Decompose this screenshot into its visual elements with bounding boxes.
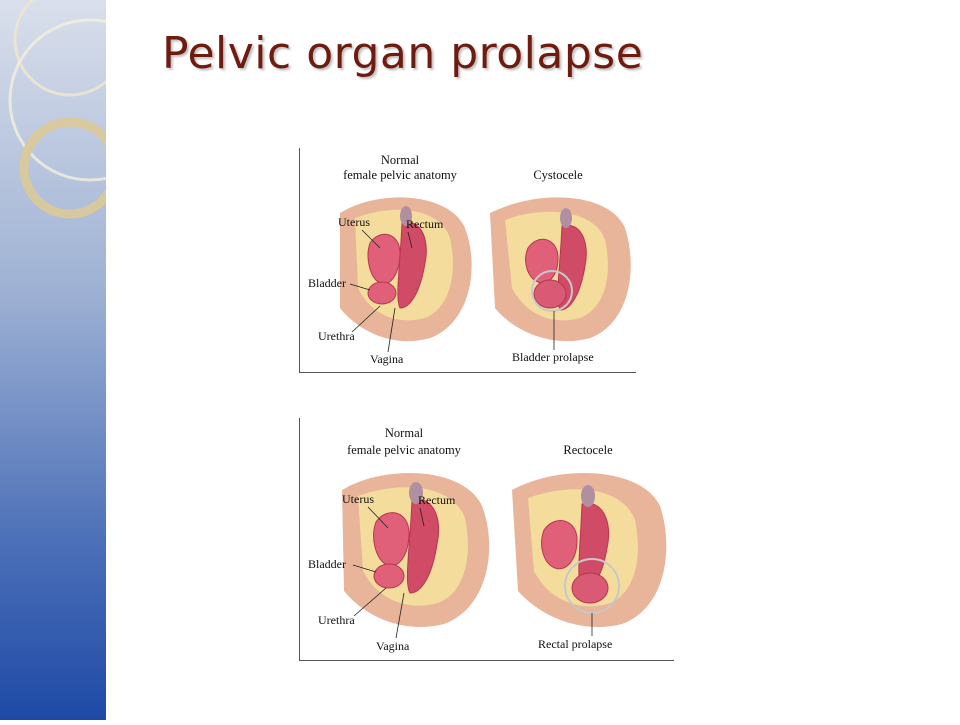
rectocele-illustration: Normal female pelvic anatomy Uterus Rect… (308, 426, 667, 653)
normal-anatomy-figure (340, 197, 472, 342)
normal-heading-line1: Normal (381, 153, 420, 167)
normal-heading-line2: female pelvic anatomy (347, 443, 462, 457)
bladder-label: Bladder (308, 276, 346, 290)
vagina-label: Vagina (370, 352, 404, 366)
rectal-prolapse-label: Rectal prolapse (538, 637, 612, 651)
rectum-label: Rectum (406, 217, 444, 231)
rectocele-heading: Rectocele (563, 443, 613, 457)
decorative-sidebar (0, 0, 172, 720)
uterus-label: Uterus (342, 492, 374, 506)
bladder-prolapse-label: Bladder prolapse (512, 350, 594, 364)
decorative-rings (8, 0, 172, 219)
rectocele-diagram: Normal female pelvic anatomy Uterus Rect… (299, 418, 674, 661)
normal-anatomy-figure (342, 472, 490, 628)
urethra-label: Urethra (318, 613, 355, 627)
bladder-label: Bladder (308, 557, 346, 571)
rectocele-figure (512, 472, 667, 628)
slide-title: Pelvic organ prolapse (162, 28, 644, 79)
prolapse-highlight-ring (531, 270, 573, 312)
cystocele-heading: Cystocele (533, 168, 583, 182)
cystocele-figure (490, 197, 631, 342)
urethra-label: Urethra (318, 329, 355, 343)
uterus-label: Uterus (338, 215, 370, 229)
vagina-label: Vagina (376, 639, 410, 653)
cystocele-illustration: Normal female pelvic anatomy Uterus Rect… (308, 153, 631, 366)
cystocele-diagram: Normal female pelvic anatomy Uterus Rect… (299, 148, 636, 373)
rectum-label: Rectum (418, 493, 456, 507)
normal-heading-line1: Normal (385, 426, 424, 440)
normal-heading-line2: female pelvic anatomy (343, 168, 458, 182)
